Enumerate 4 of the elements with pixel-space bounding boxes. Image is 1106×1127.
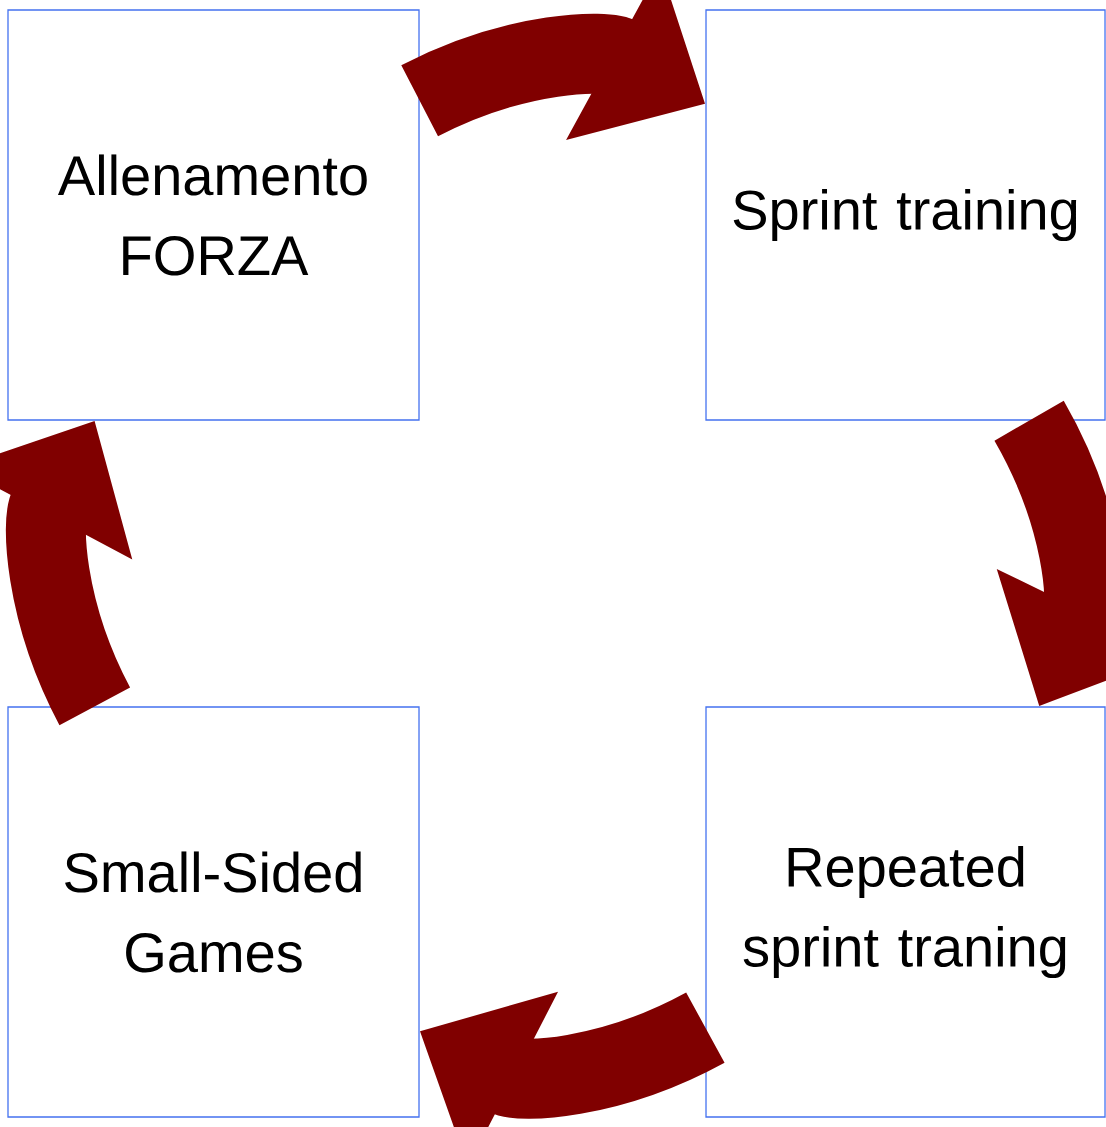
- text-box: Allenamento FORZA: [7, 9, 420, 421]
- text-box: Sprint training: [705, 9, 1106, 421]
- text-box: Repeated sprint traning: [705, 706, 1106, 1118]
- text-box: Small-Sided Games: [7, 706, 420, 1118]
